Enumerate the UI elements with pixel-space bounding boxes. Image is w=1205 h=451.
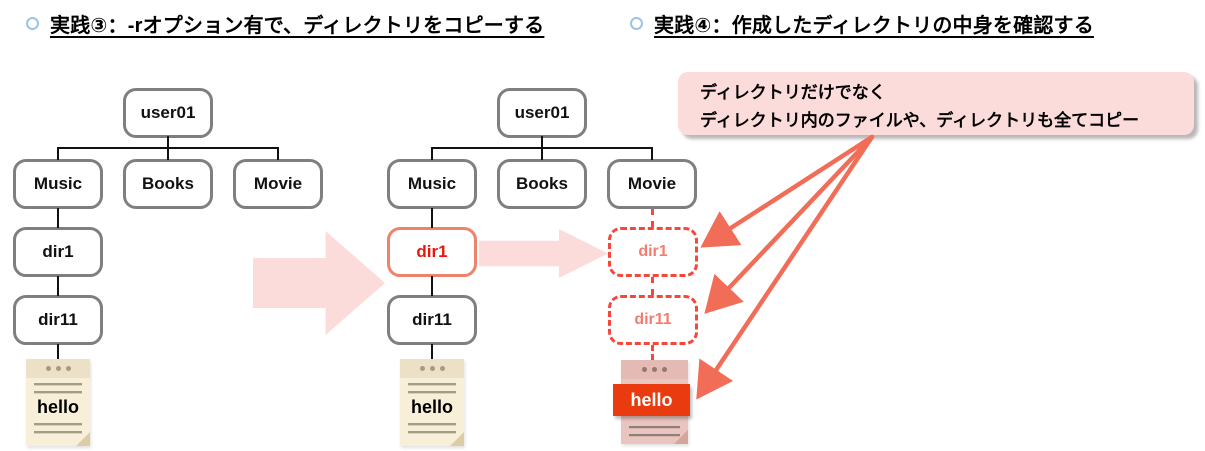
text-line-decoration (408, 391, 456, 394)
node-music: Music (387, 159, 477, 209)
connector-line (167, 147, 169, 160)
connector-line (57, 276, 59, 296)
node-dir1-source: dir1 (387, 227, 477, 277)
connector-line (541, 147, 543, 160)
text-line-decoration (34, 383, 82, 386)
connector-line (57, 344, 59, 360)
node-user01: user01 (497, 88, 587, 138)
node-music: Music (13, 159, 103, 209)
file-icon-hello: hello (26, 359, 90, 446)
pointer-arrow-to-dir11 (704, 134, 875, 314)
heading-practice-3: 実践③：-rオプション有で、ディレクトリをコピーする (26, 9, 544, 38)
node-movie: Movie (607, 159, 697, 209)
pointer-arrow-to-dir1 (700, 134, 875, 248)
text-line-decoration (408, 383, 456, 386)
text-line-decoration (408, 423, 456, 426)
dot-icon (45, 366, 51, 371)
circle-bullet-icon (26, 17, 39, 30)
heading-practice-4-text: 実践④：作成したディレクトリの中身を確認する (654, 15, 1094, 37)
dot-icon (65, 366, 71, 371)
dot-icon (642, 367, 647, 372)
folded-corner-icon (76, 432, 90, 446)
text-line-decoration (34, 431, 82, 434)
dot-icon (439, 366, 445, 371)
connector-line (651, 147, 653, 160)
transform-arrow-icon (253, 231, 385, 335)
callout-line-2: ディレクトリ内のファイルや、ディレクトリも全てコピー (700, 111, 1140, 130)
text-line-decoration (408, 431, 456, 434)
file-icon-header (400, 359, 464, 378)
heading-practice-3-text: 実践③：-rオプション有で、ディレクトリをコピーする (50, 15, 545, 37)
connector-line (431, 344, 433, 360)
copy-arrow-icon (479, 229, 608, 278)
pointer-arrow-to-hello (696, 134, 875, 400)
dot-icon (652, 367, 657, 372)
node-movie: Movie (233, 159, 323, 209)
node-books: Books (497, 159, 587, 209)
connector-line (431, 147, 433, 160)
connector-line (431, 276, 433, 296)
file-name-label: hello (410, 397, 453, 417)
file-icon-header (621, 360, 688, 379)
dashed-connector-line (651, 209, 654, 227)
node-dir11: dir11 (387, 295, 477, 345)
callout-note: ディレクトリだけでなく ディレクトリ内のファイルや、ディレクトリも全てコピー (678, 72, 1194, 135)
dot-icon (429, 366, 435, 371)
text-line-decoration (34, 423, 82, 426)
node-books: Books (123, 159, 213, 209)
folded-corner-icon (450, 432, 464, 446)
connector-line (57, 208, 59, 228)
connector-line (167, 136, 169, 148)
connector-line (57, 147, 59, 160)
callout-line-1: ディレクトリだけでなく (700, 83, 886, 102)
connector-line (277, 147, 279, 160)
file-name-label: hello (36, 397, 79, 417)
dot-icon (419, 366, 425, 371)
node-dir1: dir1 (13, 227, 103, 277)
folded-corner-icon (674, 430, 688, 444)
node-dir11-copy: dir11 (608, 295, 698, 345)
dot-icon (55, 366, 61, 371)
connector-line (431, 208, 433, 228)
text-line-decoration (629, 434, 680, 437)
dot-icon (662, 367, 667, 372)
file-name-banner: hello (613, 384, 690, 416)
dashed-connector-line (651, 277, 654, 295)
file-icon-hello: hello (400, 359, 464, 446)
connector-line (541, 136, 543, 148)
node-dir11: dir11 (13, 295, 103, 345)
dashed-connector-line (651, 345, 654, 360)
node-user01: user01 (123, 88, 213, 138)
text-line-decoration (34, 391, 82, 394)
node-dir1-copy: dir1 (608, 227, 698, 277)
circle-bullet-icon (630, 17, 643, 30)
file-icon-header (26, 359, 90, 378)
heading-practice-4: 実践④：作成したディレクトリの中身を確認する (630, 9, 1094, 38)
text-line-decoration (629, 426, 680, 429)
